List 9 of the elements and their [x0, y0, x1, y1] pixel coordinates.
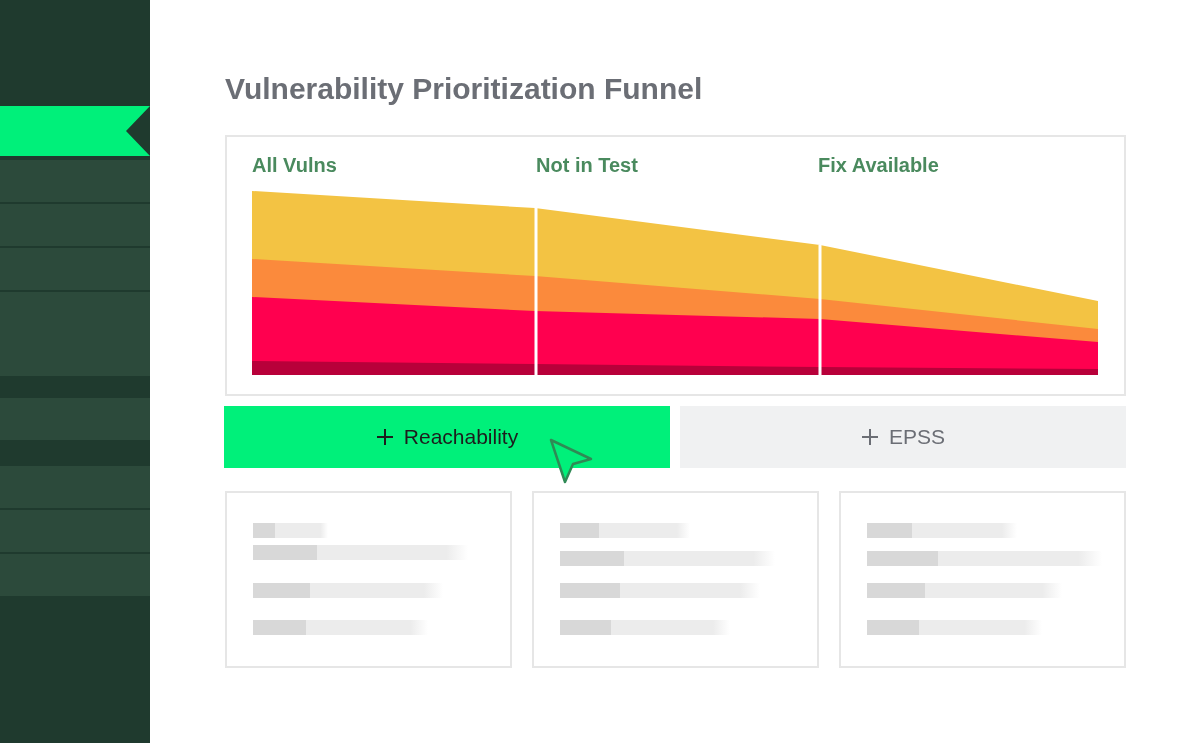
placeholder-card — [532, 491, 819, 668]
placeholder-card — [225, 491, 512, 668]
stage-label: Fix Available — [818, 154, 939, 177]
stage-label: All Vulns — [252, 154, 337, 177]
chart-panel — [225, 135, 1126, 396]
toggle-button: EPSS — [680, 406, 1126, 468]
stage-label: Not in Test — [536, 154, 638, 177]
chart-title: Vulnerability Prioritization Funnel — [225, 72, 703, 106]
placeholder-card — [839, 491, 1126, 668]
